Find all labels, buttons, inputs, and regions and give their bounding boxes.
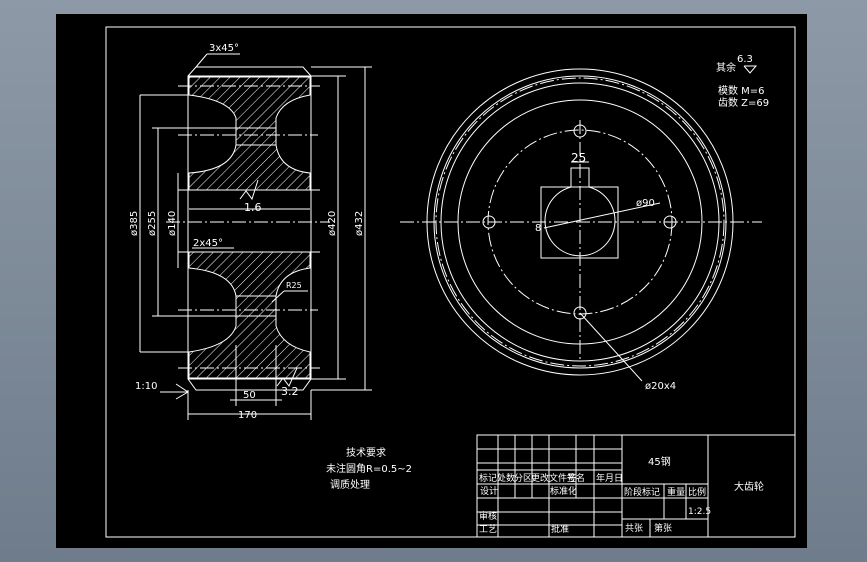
header-date: 年月日 <box>596 472 623 484</box>
roughness-other-value: 6.3 <box>737 54 753 65</box>
lower-web-section <box>235 295 277 317</box>
dim-key-depth-8: 8 <box>535 223 541 234</box>
header-count: 处数 <box>497 472 515 484</box>
dim-width-170: 170 <box>238 410 257 421</box>
dim-dia-90: ø90 <box>636 198 655 209</box>
label-design: 设计 <box>480 485 498 497</box>
tech-notes-title: 技术要求 <box>346 446 386 459</box>
label-stage-mark: 阶段标记 <box>624 486 660 498</box>
dim-radius-25: R25 <box>286 281 302 290</box>
sheet-border <box>105 26 796 538</box>
scale-value: 1:2.5 <box>688 507 711 517</box>
label-standardize: 标准化 <box>550 485 577 497</box>
label-scale: 比例 <box>688 486 706 498</box>
header-change-doc: 更改文件号 <box>531 472 576 484</box>
dim-width-50: 50 <box>243 390 256 401</box>
sheet-number: 第张 <box>654 522 672 534</box>
dim-dia-140: ø140 <box>167 211 178 236</box>
label-review: 审核 <box>479 510 497 522</box>
material-value: 45钢 <box>648 455 671 468</box>
dim-holes: ø20x4 <box>645 381 676 392</box>
tech-notes-line1: 未注圆角R=0.5~2 <box>326 462 412 475</box>
header-zone: 分区 <box>514 473 532 484</box>
tech-notes-line2: 调质处理 <box>330 479 370 491</box>
header-sign: 签名 <box>567 472 585 484</box>
label-approve: 批准 <box>551 523 569 535</box>
dim-chamfer-mid: 2x45° <box>193 238 223 249</box>
section-view <box>139 53 372 420</box>
front-view <box>400 65 762 382</box>
sheets-total: 共张 <box>625 523 643 534</box>
lower-rim-section <box>188 315 311 379</box>
roughness-other-label: 其余 <box>716 61 736 74</box>
dim-dia-420: ø420 <box>327 211 338 236</box>
roughness-2: 3.2 <box>281 385 299 398</box>
dim-chamfer-top: 3x45° <box>209 43 239 54</box>
label-weight: 重量 <box>667 486 685 498</box>
part-name: 大齿轮 <box>734 480 764 493</box>
dim-dia-432: ø432 <box>354 211 365 236</box>
header-mark: 标记 <box>479 472 497 484</box>
dim-dia-255: ø255 <box>147 211 158 236</box>
gear-teeth: 齿数 Z=69 <box>718 96 769 109</box>
label-process: 工艺 <box>479 524 497 535</box>
dim-taper: 1:10 <box>135 381 157 392</box>
title-block <box>476 434 796 538</box>
dim-key-25: 25 <box>571 151 586 165</box>
gear-module: 模数 M=6 <box>718 84 765 97</box>
upper-web-section <box>235 127 277 146</box>
dim-dia-385: ø385 <box>129 211 140 236</box>
drawing-sheet <box>56 14 807 548</box>
roughness-1: 1.6 <box>244 201 262 214</box>
